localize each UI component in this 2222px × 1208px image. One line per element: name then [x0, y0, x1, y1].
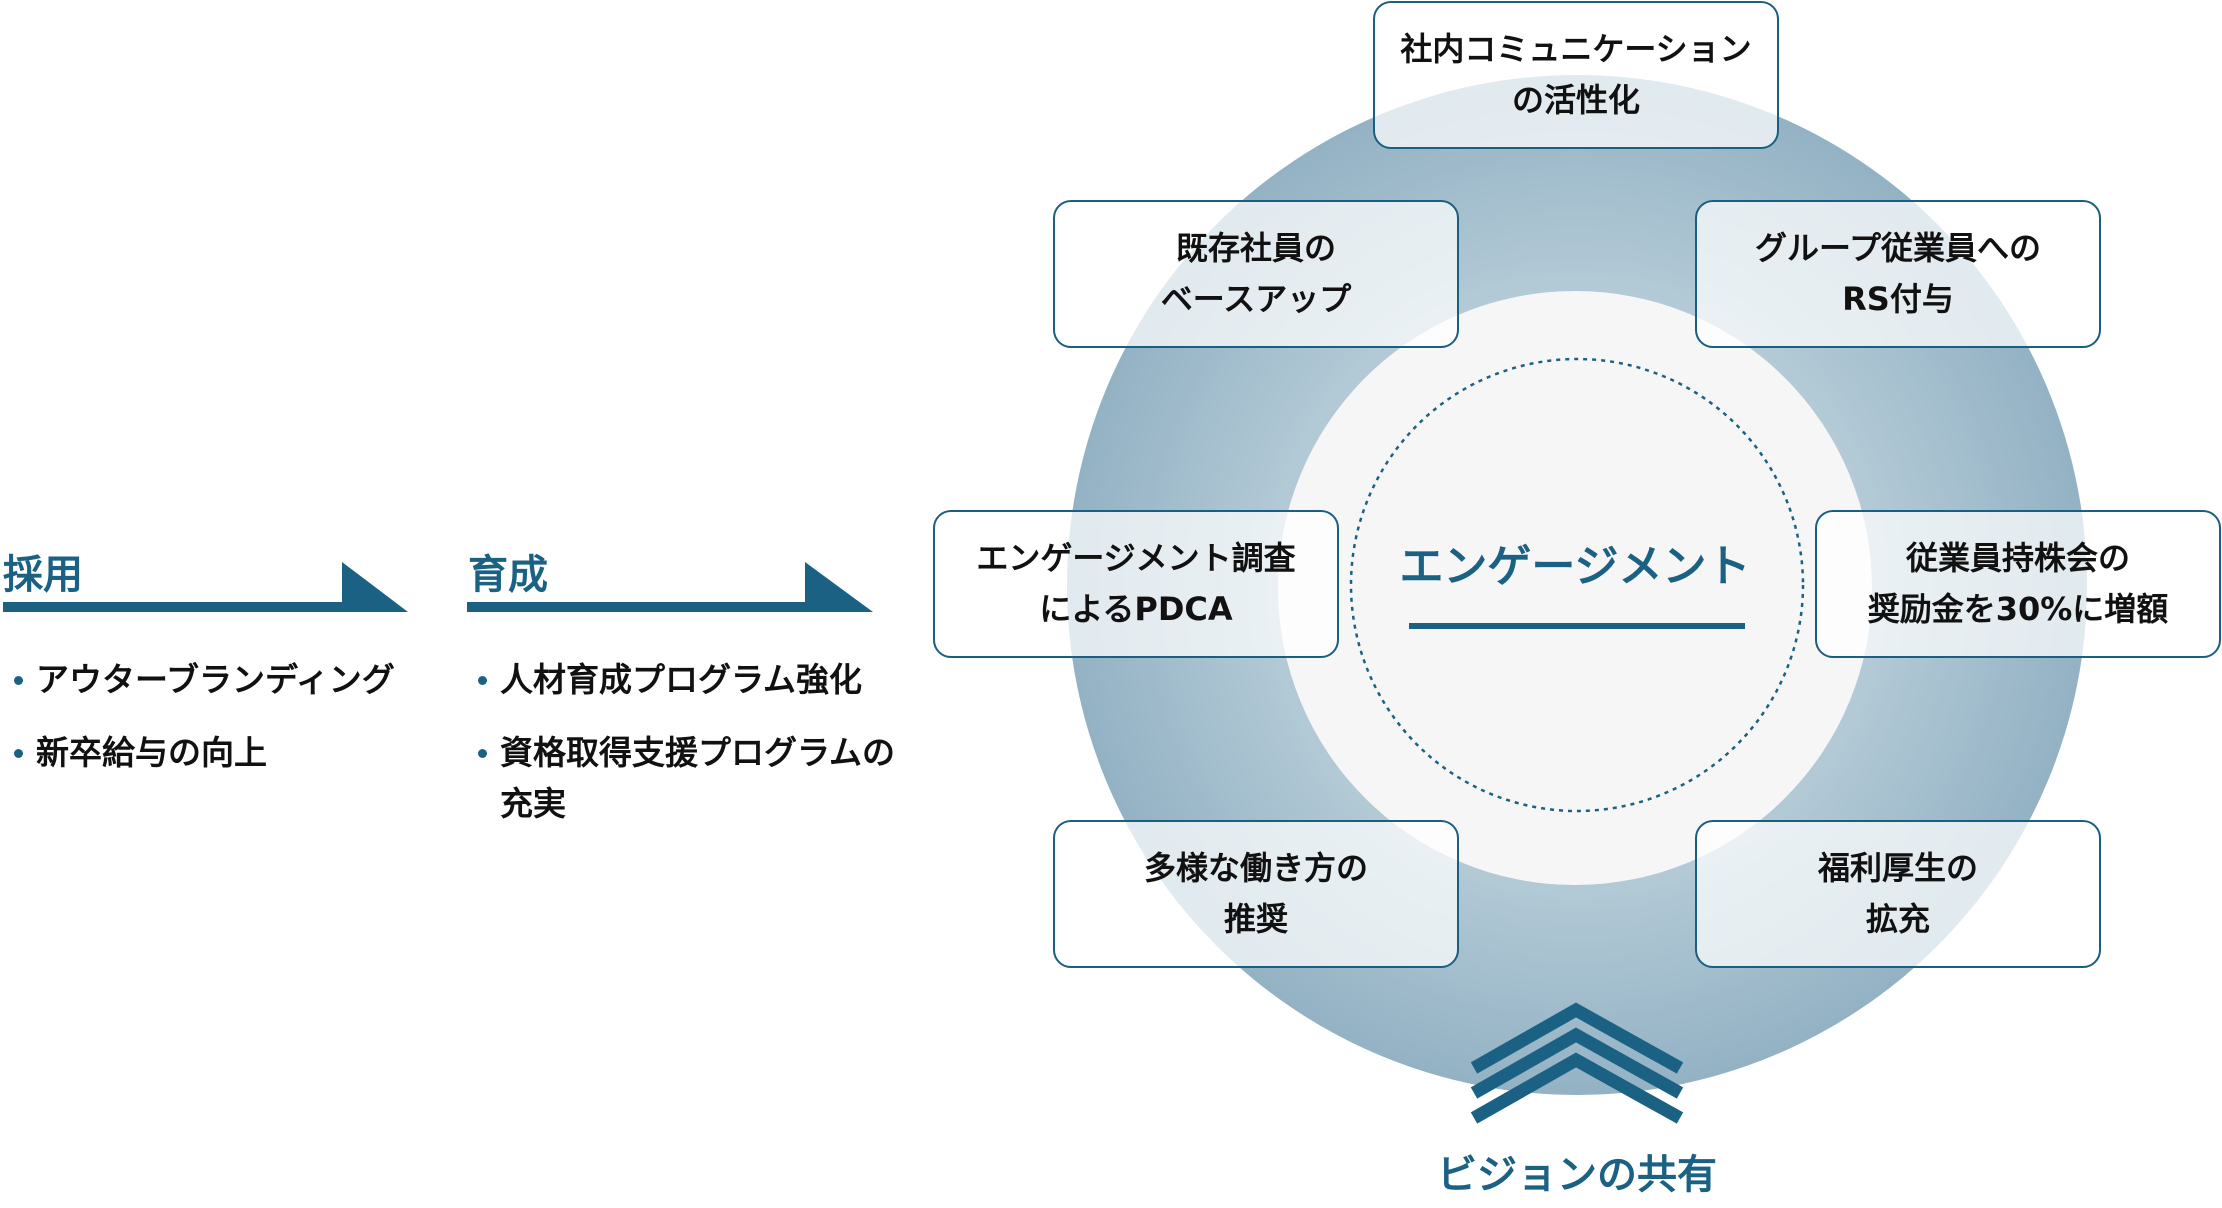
center-underline	[1409, 623, 1745, 629]
stage-heading: 育成	[468, 552, 548, 598]
measure-line: 社内コミュニケーション	[1400, 30, 1752, 68]
list-item: 人材育成プログラム強化	[464, 654, 904, 705]
list-item-text: アウターブランディング	[36, 660, 395, 699]
measure-box-work-style: 多様な働き方の 推奨	[1053, 820, 1459, 968]
measure-line: 従業員持株会の	[1905, 539, 2130, 577]
bullet-icon	[478, 676, 487, 685]
measure-line: 推奨	[1223, 900, 1288, 938]
list-item: 新卒給与の向上	[0, 727, 440, 778]
measure-line: 多様な働き方の	[1143, 849, 1368, 887]
vision-label: ビジョンの共有	[1437, 1152, 1717, 1198]
bullet-icon	[478, 749, 487, 758]
bullet-list: 人材育成プログラム強化 資格取得支援プログラムの充実	[464, 654, 904, 851]
measure-line: ベースアップ	[1160, 280, 1352, 318]
measure-line: グループ従業員への	[1754, 229, 2042, 267]
measure-line: エンゲージメント調査	[976, 539, 1296, 577]
bullet-list: アウターブランディング 新卒給与の向上	[0, 654, 440, 800]
arrow-right-icon	[3, 562, 408, 612]
list-item-text: 新卒給与の向上	[36, 733, 267, 772]
bullet-icon	[14, 749, 23, 758]
measure-box-engagement-survey: エンゲージメント調査 によるPDCA	[933, 510, 1339, 658]
measure-box-welfare: 福利厚生の 拡充	[1695, 820, 2101, 968]
dotted-circle	[1349, 357, 1805, 813]
stage-heading: 採用	[3, 552, 83, 598]
arrow-right-icon	[467, 562, 873, 612]
measure-box-esop: 従業員持株会の 奨励金を30%に増額	[1815, 510, 2221, 658]
chevron-up-icon	[1470, 1002, 1684, 1074]
bullet-icon	[14, 676, 23, 685]
measure-box-communication: 社内コミュニケーション の活性化	[1373, 1, 1779, 149]
list-item-text: 人材育成プログラム強化	[500, 660, 863, 699]
measure-box-base-up: 既存社員の ベースアップ	[1053, 200, 1459, 348]
measure-line: 拡充	[1865, 900, 1930, 938]
chevron-up-icon	[1470, 1052, 1684, 1124]
measure-line: 既存社員の	[1175, 229, 1336, 267]
measure-line: RS付与	[1842, 280, 1954, 318]
center-title: エンゲージメント	[1399, 541, 1751, 592]
inner-core	[1278, 291, 1872, 885]
measure-line: によるPDCA	[1039, 590, 1233, 628]
measure-line: 福利厚生の	[1817, 849, 1978, 887]
measure-line: 奨励金を30%に増額	[1867, 590, 2169, 628]
measure-box-rs-grant: グループ従業員への RS付与	[1695, 200, 2101, 348]
list-item-text: 資格取得支援プログラムの充実	[500, 733, 896, 823]
list-item: アウターブランディング	[0, 654, 440, 705]
measure-line: の活性化	[1511, 81, 1640, 119]
chevron-up-icon	[1470, 1027, 1684, 1099]
triple-chevron-up-icon	[1470, 1002, 1684, 1124]
list-item: 資格取得支援プログラムの充実	[464, 727, 904, 829]
